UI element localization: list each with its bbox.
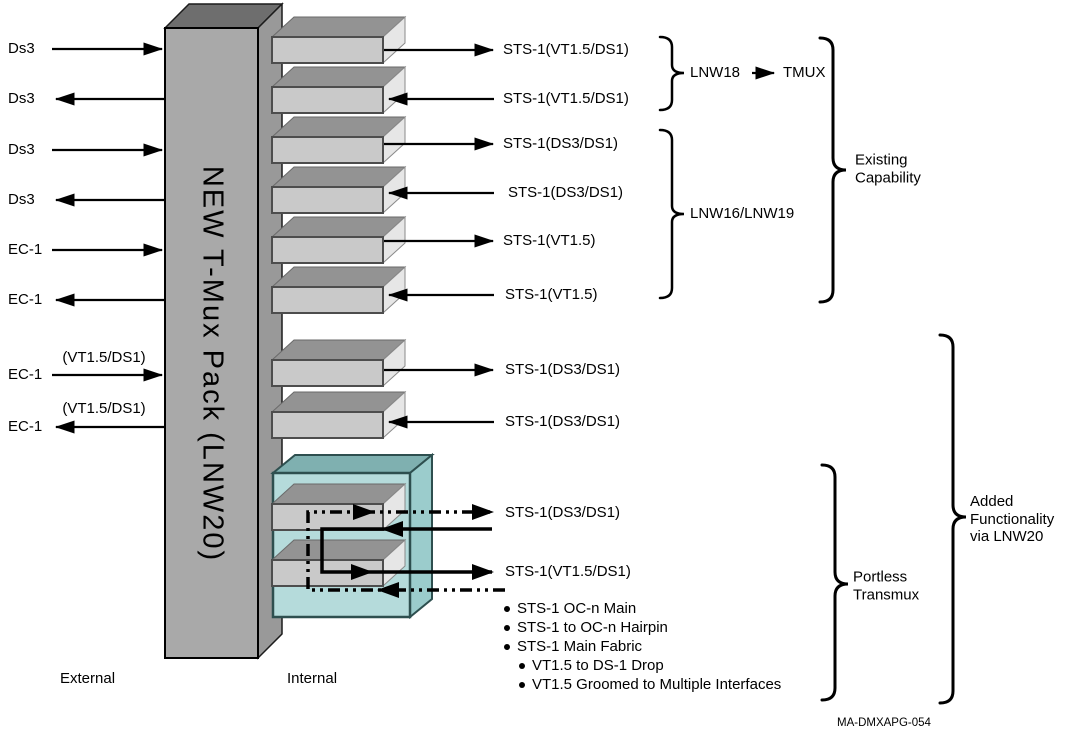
bullet-icon — [519, 662, 525, 669]
list-item-text: STS-1 to OC-n Hairpin — [517, 619, 668, 636]
bullet-icon — [504, 605, 510, 612]
existing-capability-label: Existing Capability — [855, 151, 921, 187]
port-annotation: (VT1.5/DS1) — [62, 400, 146, 417]
external-port-label: Ds3 — [8, 90, 35, 107]
external-port-label: Ds3 — [8, 141, 35, 158]
list-item-text: STS-1 OC-n Main — [517, 600, 637, 617]
transmux-solid-path — [320, 527, 494, 580]
portless-features-list: STS-1 OC-n Main STS-1 to OC-n Hairpin ST… — [504, 599, 781, 694]
tmux-label: TMUX — [783, 64, 826, 81]
mid-arrowhead-left — [377, 582, 399, 598]
bullet-icon — [504, 643, 510, 650]
mid-arrowhead-right — [351, 564, 373, 580]
port-annotation: (VT1.5/DS1) — [62, 349, 146, 366]
bullet-icon — [504, 624, 510, 631]
lnw16-lnw19-label: LNW16/LNW19 — [690, 205, 795, 222]
transmux-paths — [306, 504, 505, 598]
internal-cards-added — [271, 339, 406, 439]
brace-lnw18 — [658, 35, 685, 112]
external-port-arrows — [52, 42, 165, 434]
mid-arrowhead-left — [381, 521, 403, 537]
internal-cards-existing — [271, 16, 406, 314]
internal-card — [271, 166, 406, 214]
lnw18-label: LNW18 — [690, 64, 741, 81]
external-port-label: EC-1 — [8, 418, 43, 435]
transmux-port-label: STS-1(DS3/DS1) — [505, 504, 621, 521]
list-item: VT1.5 Groomed to Multiple Interfaces — [519, 675, 781, 694]
internal-port-arrows — [384, 43, 495, 429]
internal-card — [271, 116, 406, 164]
list-item: STS-1 OC-n Main — [504, 599, 781, 618]
external-port-label: Ds3 — [8, 191, 35, 208]
internal-port-label: STS-1(DS3/DS1) — [503, 135, 619, 152]
transmux-port-label: STS-1(VT1.5/DS1) — [505, 563, 631, 580]
braces — [658, 35, 967, 705]
internal-card — [271, 266, 406, 314]
external-port-label: EC-1 — [8, 366, 43, 383]
mid-arrowhead-right — [353, 504, 375, 520]
internal-card — [271, 16, 406, 64]
list-item-text: VT1.5 to DS-1 Drop — [532, 657, 664, 674]
external-section-label: External — [60, 670, 116, 687]
internal-card — [271, 66, 406, 114]
list-item: STS-1 to OC-n Hairpin — [504, 618, 781, 637]
bullet-icon — [519, 681, 525, 688]
internal-port-label: STS-1(DS3/DS1) — [505, 361, 621, 378]
external-port-label: Ds3 — [8, 40, 35, 57]
portless-transmux-box — [270, 452, 435, 620]
external-port-label: EC-1 — [8, 241, 43, 258]
brace-lnw16-lnw19 — [658, 128, 685, 300]
internal-card — [271, 483, 406, 531]
brace-portless-transmux — [820, 463, 849, 702]
portless-transmux-label: Portless Transmux — [853, 568, 920, 604]
internal-port-label: STS-1(DS3/DS1) — [505, 413, 621, 430]
brace-added-functionality — [938, 333, 967, 705]
brace-existing-capability — [818, 36, 847, 304]
list-item-text: STS-1 Main Fabric — [517, 638, 643, 655]
internal-card — [271, 339, 406, 387]
internal-card — [271, 539, 406, 587]
transmux-dashed-path — [306, 504, 505, 592]
internal-section-label: Internal — [287, 670, 338, 687]
added-functionality-label: Added Functionality via LNW20 — [970, 492, 1055, 545]
internal-port-label: STS-1(VT1.5) — [505, 286, 598, 303]
figure-id: MA-DMXAPG-054 — [837, 717, 931, 729]
list-item: VT1.5 to DS-1 Drop — [519, 656, 781, 675]
internal-card — [271, 391, 406, 439]
internal-port-label: STS-1(VT1.5/DS1) — [503, 90, 629, 107]
internal-port-label: STS-1(DS3/DS1) — [508, 184, 624, 201]
external-port-label: EC-1 — [8, 291, 43, 308]
internal-port-label: STS-1(VT1.5/DS1) — [503, 41, 629, 58]
list-item-text: VT1.5 Groomed to Multiple Interfaces — [532, 676, 782, 693]
internal-port-label: STS-1(VT1.5) — [503, 232, 596, 249]
list-item: STS-1 Main Fabric — [504, 637, 781, 656]
tmux-pack-title: NEW T-Mux Pack (LNW20) — [196, 165, 229, 563]
